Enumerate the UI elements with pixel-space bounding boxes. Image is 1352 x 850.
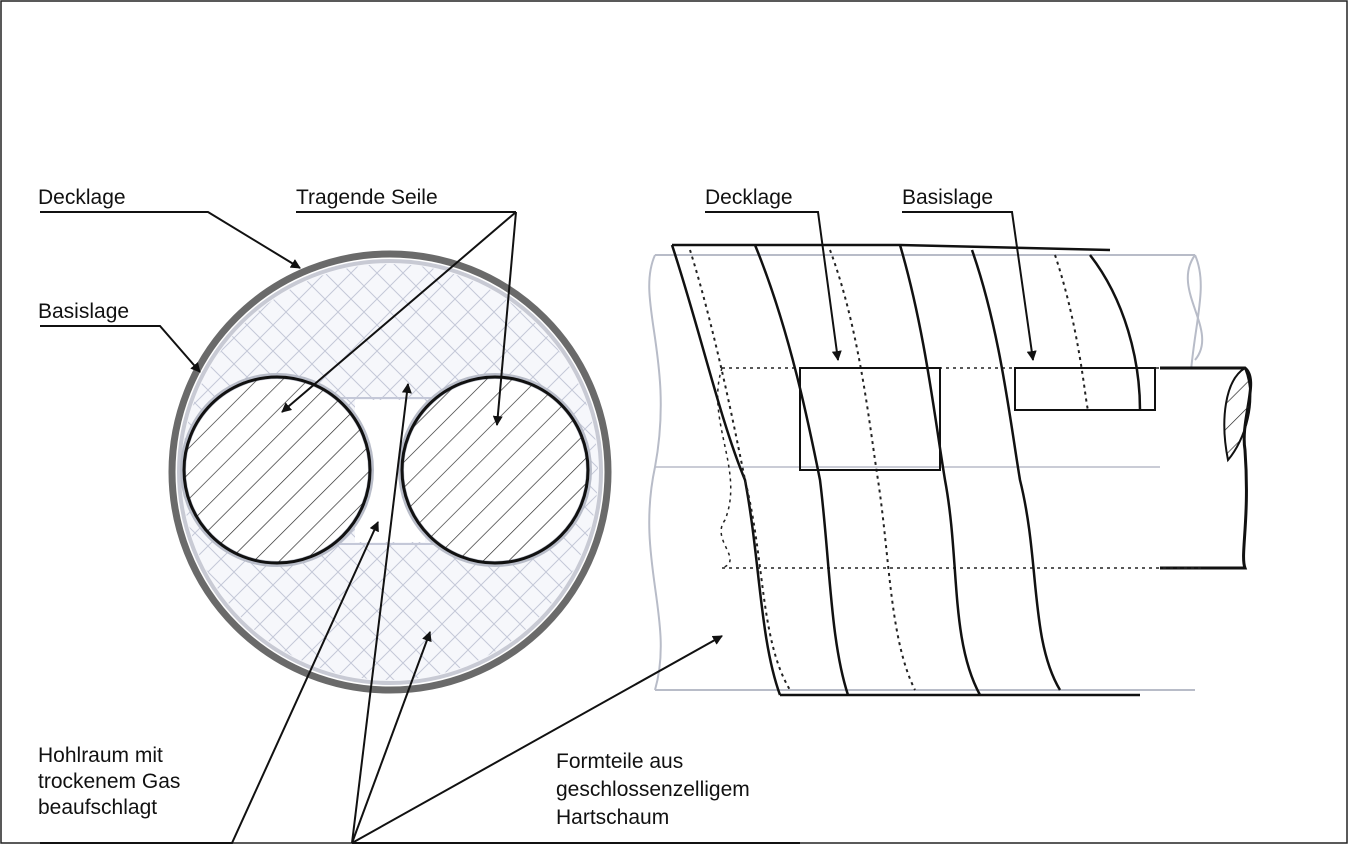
label-right-decklage: Decklage: [705, 186, 793, 209]
rope-right: [400, 375, 590, 565]
rope-outline: [717, 367, 1205, 569]
leader-formteile-bottom: [351, 631, 432, 844]
cross-section: [168, 250, 612, 694]
leader-formteile-top: [351, 383, 412, 844]
label-hohlraum-line3: beaufschlagt: [38, 796, 157, 819]
label-left-decklage: Decklage: [38, 186, 126, 209]
label-formteile-line2: geschlossenzelligem: [556, 778, 750, 801]
rope-left: [182, 375, 372, 565]
leader-rope-right: [492, 211, 517, 426]
label-formteile-line1: Formteile aus: [556, 750, 683, 773]
leader-left-basislage: [40, 325, 201, 373]
rope-end: [1160, 366, 1253, 570]
outer-cover-layer: [168, 250, 612, 694]
leader-right-basislage: [902, 211, 1037, 361]
label-left-basislage: Basislage: [38, 300, 129, 323]
label-hohlraum-line2: trockenem Gas: [38, 770, 180, 793]
label-right-basislage: Basislage: [902, 186, 993, 209]
hidden-wrap-edges: [689, 249, 1089, 691]
leader-right-decklage: [705, 211, 842, 361]
side-view: [648, 243, 1253, 697]
label-formteile-line3: Hartschaum: [556, 806, 669, 829]
foam-pipe: [648, 254, 1204, 691]
label-tragende-seile: Tragende Seile: [296, 186, 438, 209]
leader-lines: [40, 211, 1037, 844]
helical-wrap: [670, 243, 1142, 697]
leader-formteile-side: [351, 635, 723, 844]
leader-left-decklage: [40, 211, 301, 269]
leader-rope-left: [281, 211, 517, 413]
leader-hohlraum: [40, 521, 379, 844]
layer-plates: [799, 367, 1156, 471]
label-hohlraum-line1: Hohlraum mit: [38, 744, 163, 767]
